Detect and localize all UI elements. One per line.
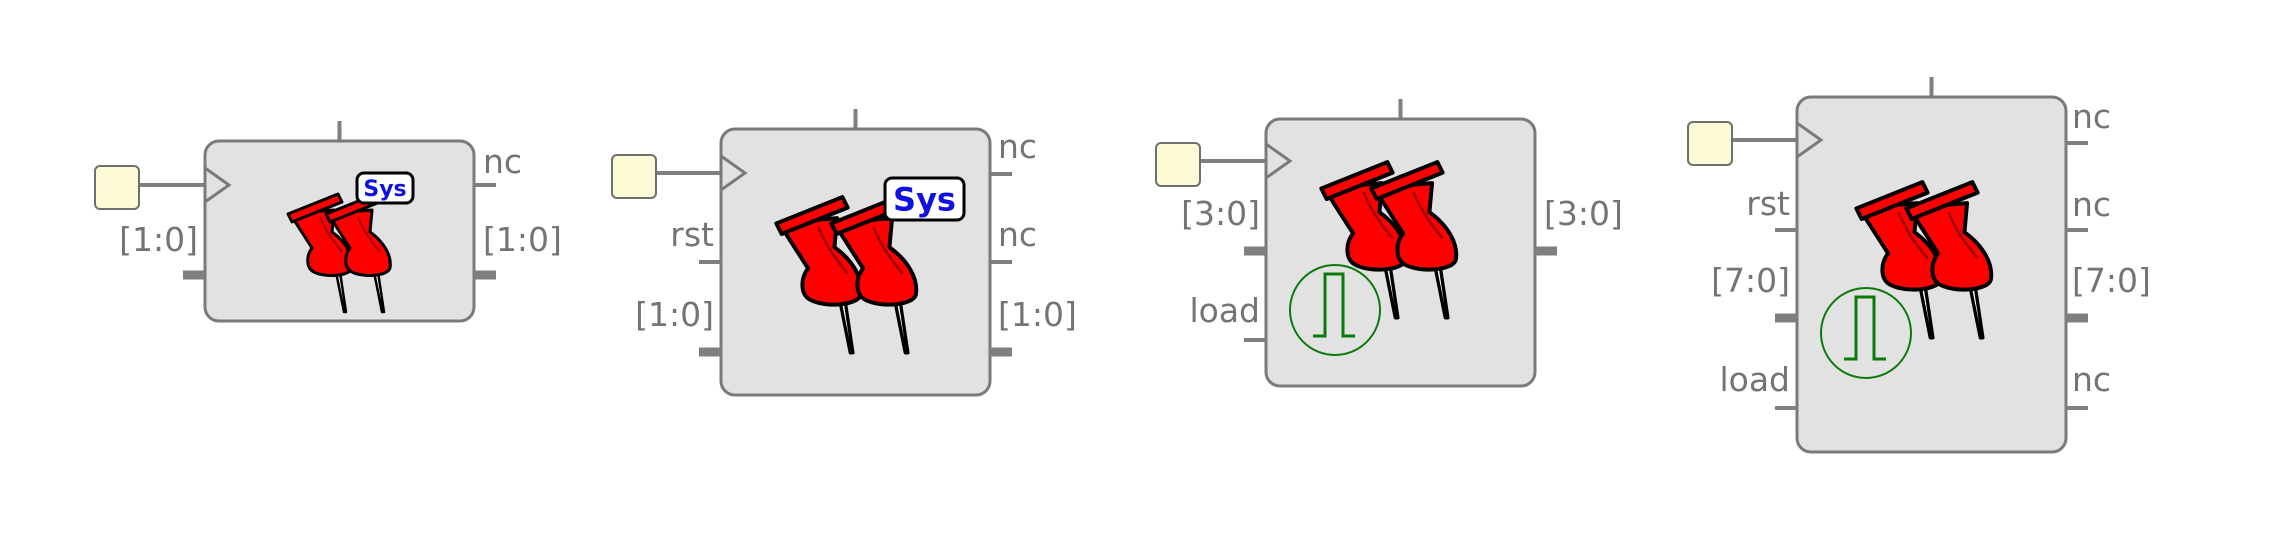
sys-badge-label: Sys xyxy=(363,177,406,202)
clock-triangle-icon xyxy=(1265,142,1293,180)
block-4-left-pin-label: rst xyxy=(1746,184,1790,223)
clock-triangle-icon xyxy=(720,154,748,192)
logic-block-4 xyxy=(1687,77,2088,454)
block-2-right-pin-label: nc xyxy=(998,127,1038,166)
sys-badge xyxy=(355,171,415,205)
logic-block-2: Sys xyxy=(611,109,1012,397)
block-4-right-pin-label: nc xyxy=(2072,97,2112,136)
block-4-left-pin-label: [7:0] xyxy=(1711,261,1790,300)
pulse-icon xyxy=(1289,264,1381,356)
clock-input-square xyxy=(1155,142,1201,187)
sys-badge xyxy=(883,176,966,222)
pulse-icon xyxy=(1820,287,1912,379)
logic-block-1: Sys xyxy=(94,121,496,323)
clock-triangle-icon xyxy=(1796,121,1824,159)
block-2-left-pin-label: rst xyxy=(670,215,714,254)
block-3-left-pin-label: load xyxy=(1189,291,1260,330)
block-2-right-pin-label: [1:0] xyxy=(998,295,1077,334)
clock-input-square xyxy=(94,165,140,210)
block-4-right-pin-label: nc xyxy=(2072,360,2112,399)
sys-badge-label: Sys xyxy=(893,181,956,219)
logic-block-3 xyxy=(1155,99,1557,388)
clock-triangle-icon xyxy=(204,166,232,204)
block-4-right-pin-label: nc xyxy=(2072,185,2112,224)
block-4-left-pin-label: load xyxy=(1719,360,1790,399)
clock-input-square xyxy=(611,154,657,199)
block-body xyxy=(719,127,992,397)
pulse-waveform-icon xyxy=(1844,295,1886,361)
block-4-right-pin-label: [7:0] xyxy=(2072,261,2151,300)
pulse-waveform-icon xyxy=(1313,272,1355,338)
block-3-right-pin-label: [3:0] xyxy=(1544,194,1623,233)
block-3-left-pin-label: [3:0] xyxy=(1181,194,1260,233)
block-2-right-pin-label: nc xyxy=(998,215,1038,254)
block-1-left-pin-label: [1:0] xyxy=(119,220,198,259)
block-2-left-pin-label: [1:0] xyxy=(635,295,714,334)
block-1-right-pin-label: [1:0] xyxy=(483,220,562,259)
clock-input-square xyxy=(1687,121,1733,166)
block-1-right-pin-label: nc xyxy=(483,142,523,181)
